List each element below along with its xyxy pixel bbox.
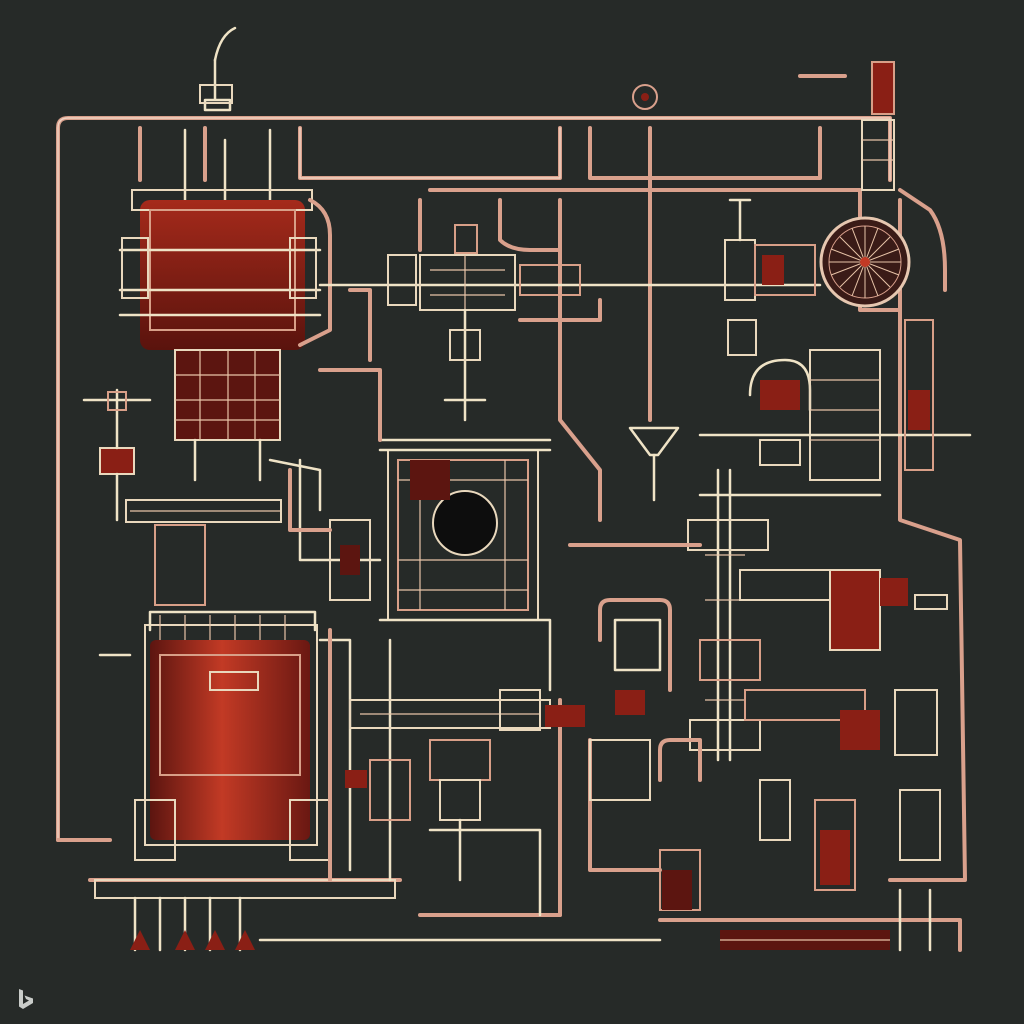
funnel bbox=[628, 426, 680, 502]
fan-wheel bbox=[819, 216, 911, 308]
mid-left-pipework bbox=[268, 288, 382, 532]
center-lower-machinery bbox=[298, 458, 585, 917]
vertical-column bbox=[687, 468, 769, 762]
left-valve-stack bbox=[82, 388, 282, 657]
right-lower-boxes bbox=[739, 569, 948, 891]
reactor-vessel-upper bbox=[118, 189, 332, 482]
bing-logo-icon bbox=[19, 989, 33, 1009]
pump-housing bbox=[724, 198, 816, 356]
watermark bbox=[8, 982, 42, 1016]
top-gauge bbox=[632, 84, 658, 110]
central-chamber bbox=[378, 198, 602, 621]
top-stack-right bbox=[798, 61, 895, 191]
center-right-pipework bbox=[558, 543, 702, 917]
right-machinery bbox=[698, 319, 972, 497]
central-valve-assembly bbox=[318, 198, 822, 422]
base-rail bbox=[88, 878, 962, 952]
outer-pipe-loop bbox=[56, 116, 967, 882]
storage-tank-lower bbox=[134, 610, 352, 872]
top-stack-left bbox=[183, 26, 272, 202]
